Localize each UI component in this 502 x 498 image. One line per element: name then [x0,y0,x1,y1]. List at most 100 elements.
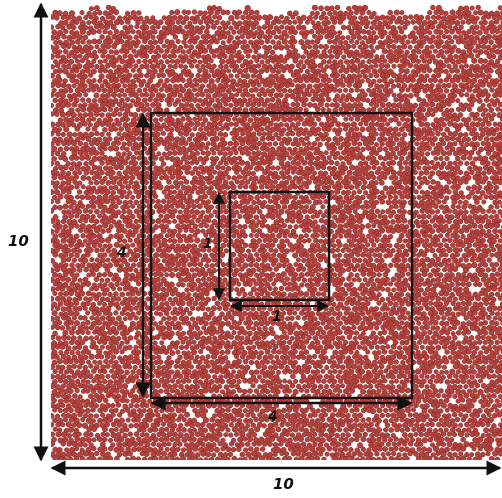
particle [62,224,68,230]
particle [69,262,75,268]
particle [178,140,184,146]
particle [191,58,198,64]
particle [332,281,338,288]
particle [146,107,153,113]
particle [253,281,259,287]
particle [196,203,203,210]
particle [426,67,433,74]
particle [401,315,408,321]
particle [335,257,342,264]
particle [178,277,184,283]
particle [262,169,269,176]
particle [346,53,353,59]
particle [312,286,318,293]
particle [289,218,296,224]
particle [250,286,257,293]
particle [306,306,312,312]
particle [197,59,203,65]
particle [242,67,249,74]
particle [93,150,100,156]
particle [155,53,162,59]
particle [441,315,447,321]
particle [155,170,162,177]
particle [272,199,279,205]
particle [386,43,392,50]
particle [399,310,406,316]
particle [244,179,251,185]
particle [356,198,363,205]
particle [245,92,251,98]
particle [128,257,134,263]
particle [124,252,130,258]
particle [475,247,482,253]
particle [301,315,308,321]
particle [455,47,462,54]
particle [236,281,242,287]
particle [492,189,498,195]
particle [310,67,316,74]
particle [99,131,105,138]
particle [72,132,78,138]
particle [320,107,326,113]
particle [80,184,86,190]
particle [180,77,186,83]
particle [171,208,178,214]
particle [349,291,355,297]
particle [326,165,333,171]
particle [194,92,201,98]
particle [79,290,86,297]
particle [240,14,246,21]
particle [130,135,137,142]
particle [210,130,217,137]
particle [250,101,257,108]
particle [499,48,502,56]
particle [93,5,100,12]
particle [389,14,396,21]
particle [378,227,386,234]
particle [444,19,450,26]
particle [216,305,223,311]
particle [323,53,329,59]
particle [169,135,175,142]
particle [415,135,422,142]
particle [83,218,89,224]
particle [125,184,132,191]
particle [440,140,447,147]
particle [376,272,382,278]
particle [405,117,411,123]
particle [105,101,112,108]
particle [370,115,377,122]
particle [320,174,327,181]
particle [254,233,260,239]
particle [309,145,315,151]
particle [491,247,497,253]
particle [390,83,397,89]
particle [463,179,469,185]
particle [272,237,279,244]
particle [273,15,279,22]
particle [441,24,448,30]
particle [247,117,254,123]
particle [371,213,378,220]
particle [391,63,397,69]
particle [93,266,100,273]
particle [309,223,316,229]
particle [454,213,461,220]
particle [482,107,489,113]
particle [211,72,218,79]
particle [321,59,327,65]
particle [343,116,349,122]
particle [224,77,231,84]
particle [99,178,106,185]
particle [212,14,218,20]
particle [488,214,494,220]
particle [68,97,74,103]
particle [194,228,201,235]
particle [404,224,410,230]
particle [107,165,114,172]
particle [65,276,72,283]
particle [278,34,284,41]
particle [155,199,161,205]
particle [206,121,212,127]
particle [115,276,122,283]
